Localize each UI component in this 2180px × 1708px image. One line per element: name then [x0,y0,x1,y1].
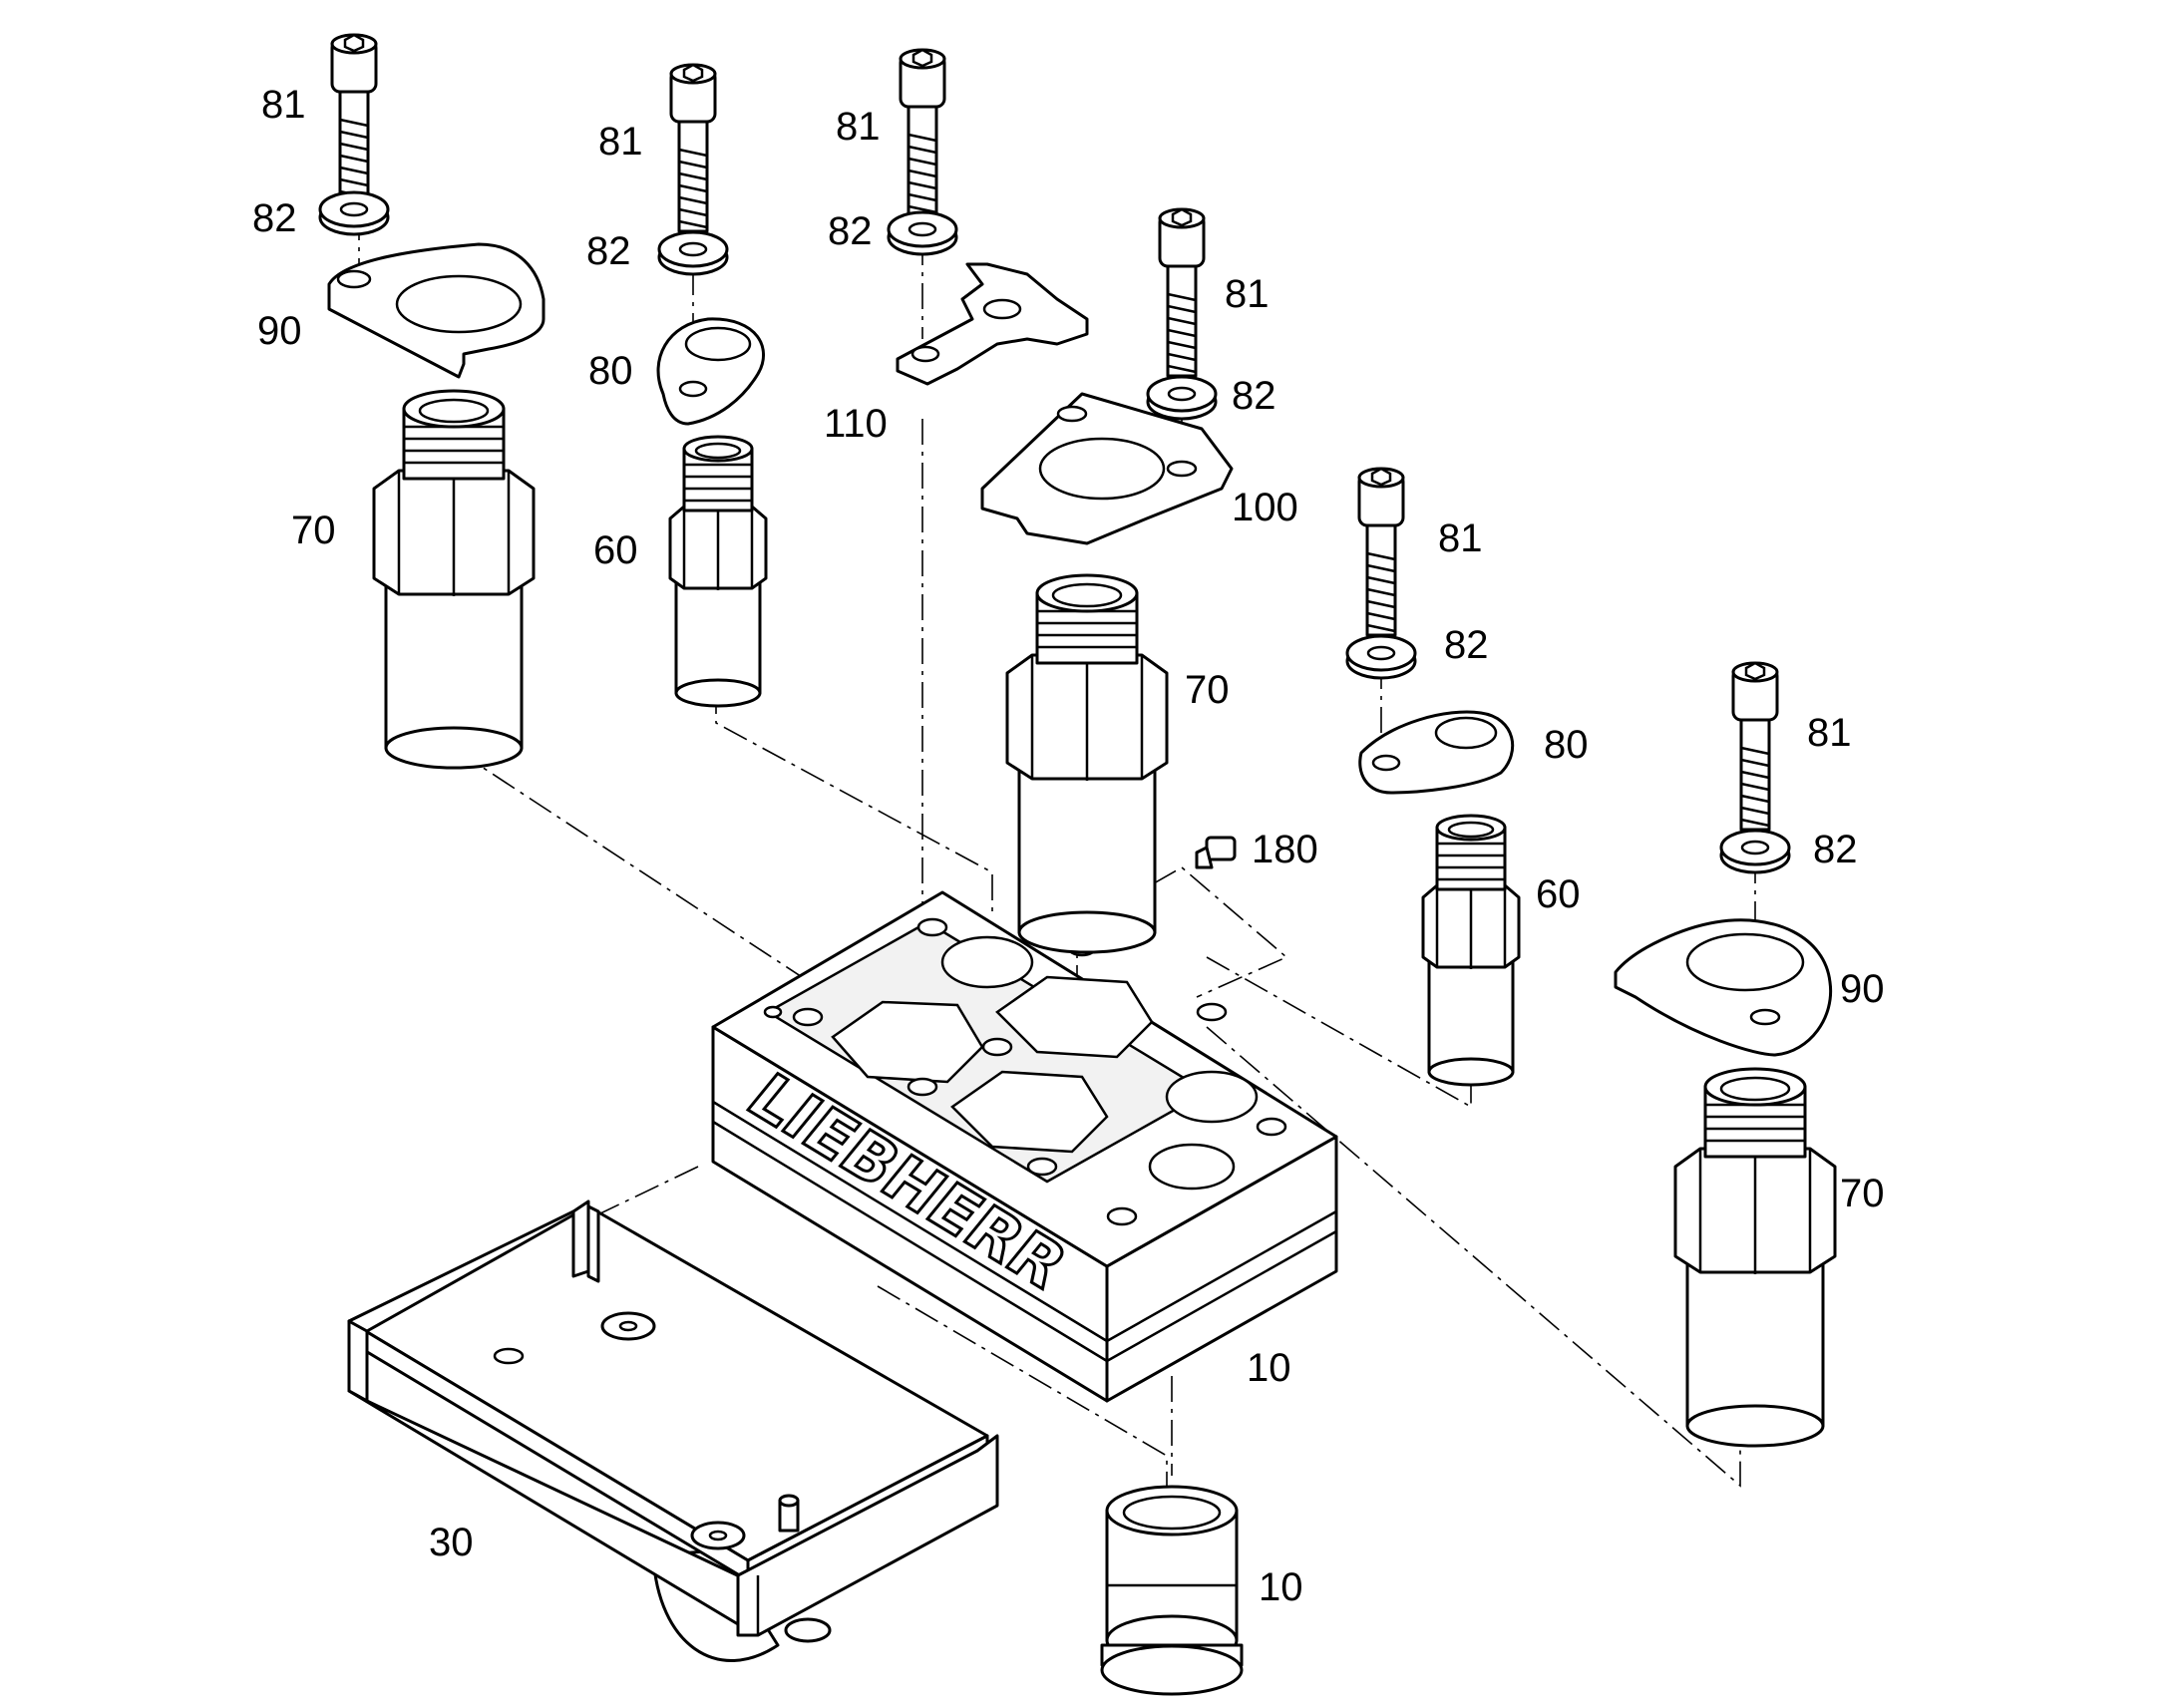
fitting-60 [668,435,768,708]
clamp-80 [656,317,765,426]
washer-82 [1146,375,1218,421]
cap-screw-81 [1731,661,1779,832]
cap-screw-81 [899,48,946,218]
callout-81: 81 [261,83,306,127]
callout-110: 110 [824,402,888,446]
callout-80: 80 [1544,723,1589,767]
callout-82: 82 [1444,623,1489,667]
screw-180 [1195,836,1237,869]
callout-180: 180 [1252,828,1318,871]
manifold-block-10: LIEBHERR [711,890,1338,1403]
callout-81: 81 [1807,711,1852,755]
callout-60: 60 [593,528,638,572]
washer-82 [657,230,729,276]
callout-82: 82 [1813,828,1858,871]
callout-labels: 81 82 90 70 81 82 80 60 81 82 110 81 82 … [252,83,1885,1609]
callout-10: 10 [1247,1346,1291,1390]
callout-70: 70 [1840,1172,1885,1215]
callout-81: 81 [1225,272,1270,316]
callout-60: 60 [1536,872,1581,916]
cap-screw-81 [1357,467,1405,637]
fitting-60 [1421,814,1521,1087]
fitting-70 [1005,573,1169,954]
callout-30: 30 [429,1521,474,1564]
cap-screw-81 [669,63,717,233]
flange-90 [327,242,545,379]
washer-82 [1719,829,1791,874]
washer-82 [1345,634,1417,680]
callout-80: 80 [588,349,633,393]
callout-70: 70 [1185,668,1230,712]
callout-82: 82 [1232,374,1276,418]
flange-100 [980,392,1234,545]
bushing-10 [1100,1485,1244,1696]
cap-screw-81 [1158,207,1206,378]
callout-90: 90 [1840,967,1885,1011]
callout-82: 82 [252,196,297,240]
callout-81: 81 [836,105,881,149]
clamp-80 [1358,710,1515,795]
grease-nipple [778,1494,800,1533]
callout-81: 81 [1438,516,1483,560]
callout-100: 100 [1232,486,1298,529]
callout-70: 70 [291,509,336,552]
fitting-70 [1673,1067,1837,1448]
fitting-70 [372,389,536,770]
clamp-110 [896,262,1089,386]
flange-90 [1614,918,1833,1057]
callout-10: 10 [1259,1565,1303,1609]
cap-screw-81 [330,33,378,203]
callout-82: 82 [828,209,873,253]
callout-81: 81 [598,120,643,164]
callout-82: 82 [586,229,631,273]
washer-82 [887,210,958,256]
washer-82 [318,190,390,236]
base-plate-30 [347,1199,999,1662]
callout-90: 90 [257,309,302,353]
